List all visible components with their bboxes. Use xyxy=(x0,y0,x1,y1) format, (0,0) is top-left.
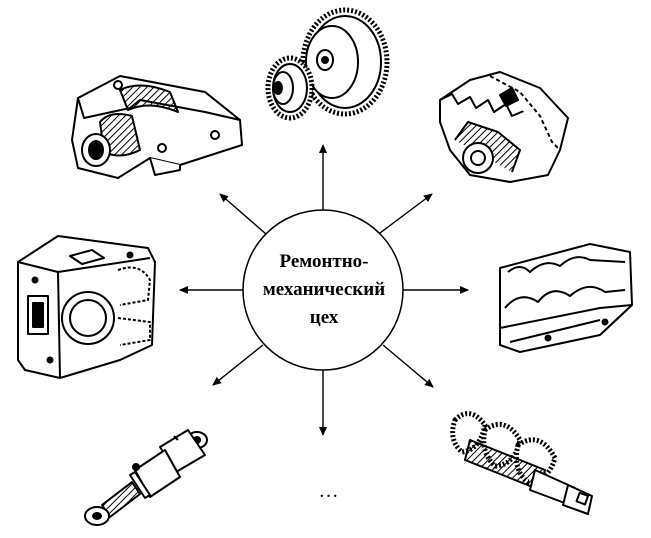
center-label: Ремонтно- механический цех xyxy=(238,248,410,332)
arrow-up-left xyxy=(219,193,267,235)
center-label-line-3: цех xyxy=(309,307,339,328)
hydraulic-cylinder-icon xyxy=(84,429,208,526)
more-items-ellipsis: … xyxy=(318,480,342,502)
arrows xyxy=(179,144,469,436)
gear-pulley-icon xyxy=(265,7,390,121)
arrow-down-right xyxy=(382,344,434,388)
center-label-line-1: Ремонтно- xyxy=(279,251,369,272)
crankcase-housing-icon xyxy=(17,235,156,379)
housing-cover-icon xyxy=(499,243,633,353)
gear-rack-icon xyxy=(439,71,569,183)
arrow-down-left xyxy=(212,344,264,386)
arrow-up-right xyxy=(379,193,433,234)
center-label-line-2: механический xyxy=(262,279,386,300)
bearing-housing-icon xyxy=(71,75,243,179)
auger-screw-icon xyxy=(450,411,593,515)
